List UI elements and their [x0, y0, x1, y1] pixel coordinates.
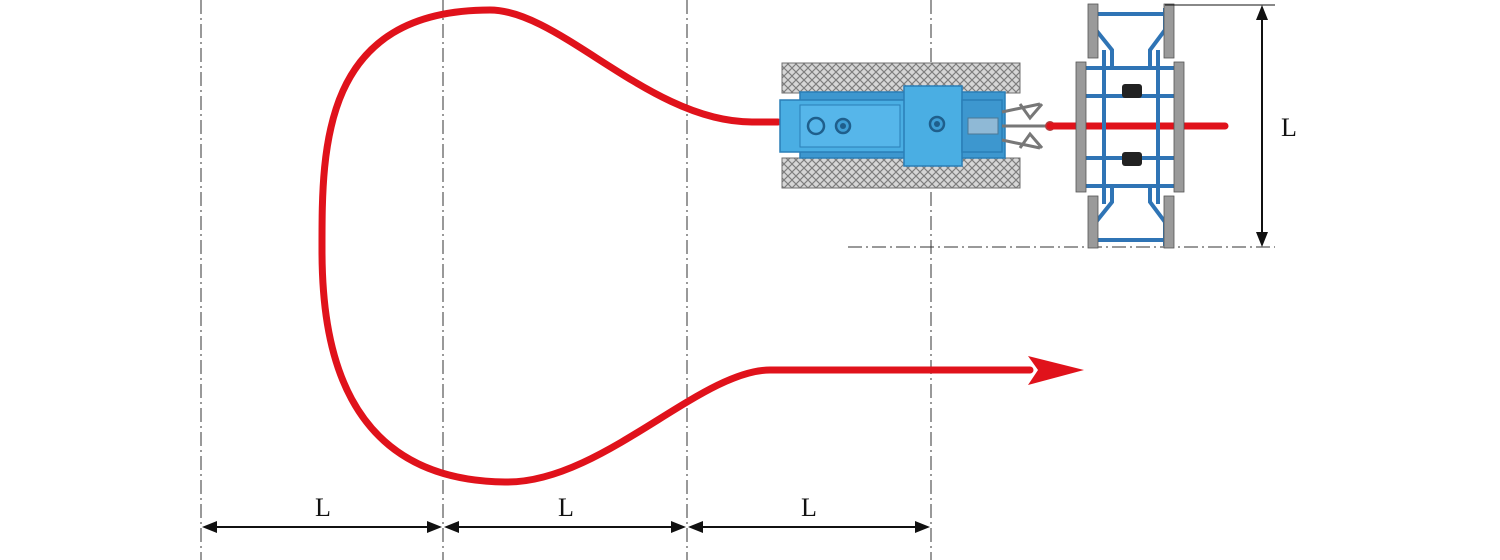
hitch-detail — [967, 117, 999, 135]
disc-gang-mid-right — [1173, 61, 1185, 193]
dimension-label-horizontal-3: L — [801, 493, 817, 522]
disc-gang-bottom-right — [1163, 195, 1175, 249]
arrow-right-icon — [915, 521, 930, 533]
cab-hatch-core — [934, 121, 940, 127]
disc-harrow-icon — [1046, 3, 1229, 249]
dimension-label-horizontal-1: L — [315, 493, 331, 522]
arrow-right-icon — [427, 521, 442, 533]
tank-cap-1 — [806, 116, 826, 136]
arrow-left-icon — [444, 521, 459, 533]
arrow-left-icon — [688, 521, 703, 533]
guide-lines — [200, 0, 1275, 560]
tractor-icon — [779, 62, 1055, 189]
arrow-head-icon — [1028, 356, 1084, 385]
arrow-left-icon — [202, 521, 217, 533]
disc-gang-top-right — [1163, 3, 1175, 59]
dimension-label-vertical: L — [1281, 113, 1297, 142]
track-top — [781, 62, 1021, 94]
wheel-bottom — [1122, 152, 1142, 166]
wheel-top — [1122, 84, 1142, 98]
dimension-label-horizontal-2: L — [558, 493, 574, 522]
frame-lower-arms — [1094, 184, 1167, 246]
arrow-down-icon — [1256, 232, 1268, 247]
disc-gang-top-left — [1087, 3, 1099, 59]
disc-gang-mid-left — [1075, 61, 1087, 193]
frame-upper-arms — [1094, 8, 1167, 68]
arrow-up-icon — [1256, 5, 1268, 20]
track-bottom — [781, 157, 1021, 189]
turning-path — [318, 6, 1034, 486]
linkage-arms — [1001, 102, 1050, 150]
disc-gang-bottom-left — [1087, 195, 1099, 249]
dimension-vertical — [1165, 4, 1275, 247]
tank-cap-2-core — [840, 123, 846, 129]
arrow-right-icon — [671, 521, 686, 533]
dimension-arrows — [202, 521, 930, 533]
